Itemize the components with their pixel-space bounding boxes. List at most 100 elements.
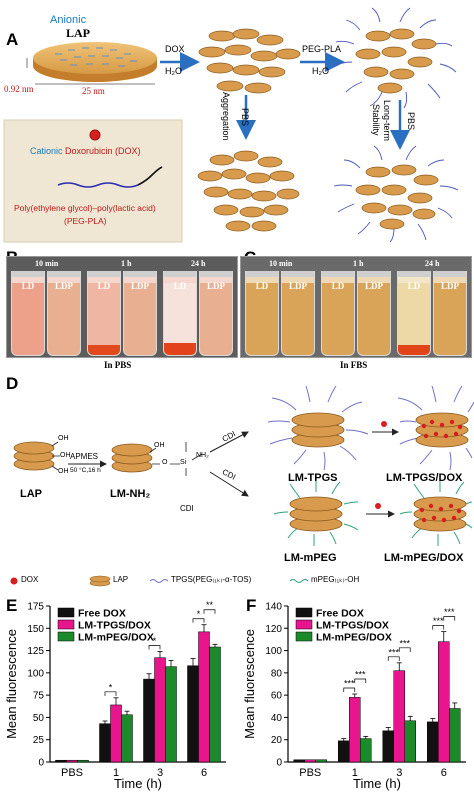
chart-f-bar-2-2 — [404, 720, 416, 763]
chart-f-legend-label-1: LM-TPGS/DOX — [316, 620, 389, 632]
pbs-step-label-2: PBS — [406, 112, 416, 131]
chart-e-bar-1-2 — [154, 657, 166, 763]
legend-tpgs-icon — [149, 579, 169, 583]
pegpla-legend-icon — [57, 182, 139, 188]
legend-mpeg-label: mPEG₍₁ₖ₎-OH — [311, 575, 360, 584]
apmes-label: APMES — [70, 452, 99, 461]
o-label: O — [162, 459, 168, 466]
pbs-step-label-1: PBS — [240, 108, 250, 127]
vial-c5: LD — [397, 271, 431, 356]
vial-c2-label: LDP — [289, 281, 307, 291]
vial-b2: LDP — [47, 271, 81, 356]
lap-stack-icon — [13, 441, 55, 471]
dox-step-label: DOX — [165, 44, 185, 54]
chart-f-bar-2-1 — [360, 738, 372, 763]
chart-f-legend-swatch-1 — [295, 619, 313, 630]
condition-label: 50 °C,16 h — [70, 467, 101, 474]
panel-d-scheme — [10, 385, 474, 587]
stability-label: Stability — [371, 104, 381, 136]
lm-nh2-stack-icon — [111, 443, 153, 473]
chart-e-legend-label-0: Free DOX — [78, 608, 126, 620]
chart-e-xtick-label-0: PBS — [61, 767, 83, 779]
chart-f-ytick-label-5: 100 — [265, 646, 282, 657]
chart-f-bar-1-2 — [393, 670, 405, 763]
chart-f-bar-2-3 — [449, 708, 461, 763]
panel-b-photo: 10 min 1 h 24 h LD LDP LD LDP LD LDP — [6, 256, 238, 358]
chart-f-sig-label-1: *** — [355, 670, 366, 680]
chart-e-ytick-label-3: 75 — [33, 691, 45, 702]
chart-e-legend-swatch-2 — [57, 631, 75, 642]
chart-f-sig-bracket-5 — [443, 616, 456, 621]
chart-f-ytick-label-2: 40 — [271, 713, 283, 724]
vial-c4: LDP — [357, 271, 391, 356]
panel-b-time-3: 24 h — [191, 259, 206, 268]
chart-e-bar-1-3 — [198, 631, 210, 763]
chart-f-xlabel: Time (h) — [353, 776, 401, 791]
vial-b3-label: LD — [97, 281, 111, 291]
chart-e-bar-2-1 — [121, 714, 133, 763]
chart-f-legend-swatch-0 — [295, 607, 313, 618]
lm-tpgs-dox-icon — [397, 385, 474, 471]
chart-f-sig-label-0: *** — [344, 679, 355, 689]
lm-tpgs-label: LM-TPGS — [288, 472, 338, 484]
oh-label-4: OH — [154, 442, 165, 449]
chart-f-xtick-label-1: 1 — [352, 767, 358, 779]
chart-e-legend-label-2: LM-mPEG/DOX — [78, 632, 154, 644]
lm-tpgs-icon — [267, 385, 369, 471]
lm-mpeg-icon — [273, 478, 359, 546]
chart-f-bar-1-0 — [304, 759, 316, 763]
legend-pegpla-text-2: (PEG-PLA) — [64, 216, 107, 226]
vial-c6-label: LDP — [441, 281, 459, 291]
chart-e-bar-0-0 — [55, 759, 67, 763]
thickness-label: 0.92 nm — [4, 84, 34, 94]
chart-e-bar-2-0 — [77, 759, 89, 763]
chart-e-xtick-label-1: 1 — [113, 767, 119, 779]
lap-dox-cluster — [198, 28, 301, 94]
panel-d: D — [0, 372, 474, 590]
vial-c3-label: LD — [331, 281, 345, 291]
dox-legend-icon — [89, 129, 101, 141]
chart-f-ytick-label-4: 80 — [271, 668, 283, 679]
legend-lap-label: LAP — [113, 575, 129, 584]
vial-b5-label: LD — [173, 281, 187, 291]
chart-f-sig-bracket-0 — [343, 687, 356, 693]
panel-e-label: E — [6, 596, 18, 615]
chart-e-bar-0-1 — [99, 723, 111, 763]
panel-c-photo: 10 min 1 h 24 h LD LDP LD LDP LD LDP — [240, 256, 472, 358]
chart-e-sig-bracket-0 — [104, 691, 117, 696]
lm-tpgs-dox-label: LM-TPGS/DOX — [386, 472, 463, 484]
chart-e-bar-2-2 — [165, 666, 177, 763]
chart-f-xtick-label-3: 6 — [441, 767, 447, 779]
chart-f-ytick-label-6: 120 — [265, 624, 282, 635]
lap-stack-label: LAP — [20, 488, 42, 500]
pegpla-step-label: PEG-PLA — [302, 44, 342, 54]
chart-f-ylabel: Mean fluorescence — [242, 629, 257, 739]
vial-b6-label: LDP — [207, 281, 225, 291]
chart-e-ytick-label-1: 25 — [33, 735, 45, 746]
legend-box — [3, 119, 183, 243]
legend-mpeg-icon — [289, 579, 309, 583]
legend-pegpla-text-1: Poly(ethylene glycol)–poly(lactic acid) — [14, 203, 156, 213]
lm-mpeg-dox-label: LM-mPEG/DOX — [384, 552, 464, 564]
oh-label-2: OH — [60, 452, 71, 459]
cdi-label-3: CDI — [180, 504, 194, 513]
lm-nh2-label: LM-NH₂ — [110, 488, 151, 500]
chart-e-bar-0-3 — [187, 665, 199, 763]
chart-e-ytick-label-4: 100 — [27, 668, 44, 679]
chart-f-sig-bracket-4 — [432, 625, 445, 630]
chart-f-legend-label-2: LM-mPEG/DOX — [316, 632, 392, 644]
oh-label-1: OH — [58, 435, 69, 442]
chart-f-bar-0-3 — [427, 721, 439, 763]
panel-c-time-1: 10 min — [269, 259, 293, 268]
chart-e-bar-1-1 — [110, 704, 122, 763]
stable-cluster — [333, 145, 459, 243]
legend-dox-label: DOX — [21, 575, 39, 584]
chart-e-ytick-label-7: 175 — [27, 602, 44, 613]
lm-mpeg-label: LM-mPEG — [284, 552, 337, 564]
chart-f-bar-2-0 — [315, 759, 327, 763]
legend-doxorubicin: Doxorubicin (DOX) — [65, 146, 141, 156]
chart-f-bar-0-2 — [382, 730, 394, 763]
chart-f-sig-bracket-2 — [387, 656, 400, 661]
lap-pegpla-cluster — [333, 7, 457, 109]
